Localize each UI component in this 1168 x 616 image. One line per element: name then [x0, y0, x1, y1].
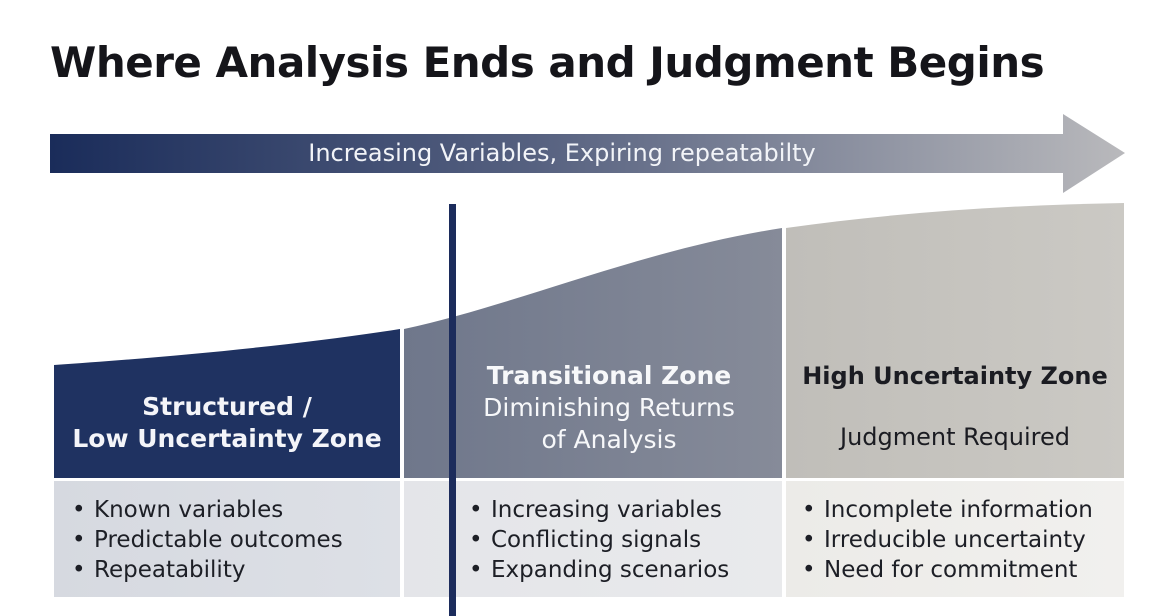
high-uncertainty-zone-panel [786, 203, 1124, 478]
high-uncertainty-zone-subtitle: Judgment Required [840, 423, 1070, 451]
transitional-zone-subtitle-line-2: of Analysis [541, 425, 677, 454]
transitional-zone-subtitle-line-1: Diminishing Returns [483, 393, 735, 422]
structured-zone-title-line-1: Structured / [142, 392, 312, 421]
progression-arrow [50, 114, 1125, 193]
list-item: Incomplete information [802, 495, 1093, 525]
transitional-zone-heading: Transitional Zone Diminishing Returns of… [404, 358, 814, 458]
transitional-zone-bullet-list: Increasing variables Conflicting signals… [469, 495, 729, 585]
analysis-judgment-divider [449, 204, 456, 616]
list-item: Predictable outcomes [72, 525, 343, 555]
structured-zone-title-line-2: Low Uncertainty Zone [72, 424, 382, 453]
list-item: Expanding scenarios [469, 555, 729, 585]
transitional-zone-panel [404, 228, 782, 478]
page-title: Where Analysis Ends and Judgment Begins [50, 38, 1045, 87]
arrow-label: Increasing Variables, Expiring repeatabi… [308, 139, 816, 167]
list-item: Irreducible uncertainty [802, 525, 1093, 555]
structured-zone-panel [54, 329, 400, 478]
list-item: Need for commitment [802, 555, 1093, 585]
transitional-zone-title: Transitional Zone [486, 361, 732, 390]
high-uncertainty-zone-title: High Uncertainty Zone [802, 362, 1108, 391]
list-item: Repeatability [72, 555, 343, 585]
high-uncertainty-zone-heading: High Uncertainty Zone Judgment Required [786, 352, 1124, 462]
high-uncertainty-zone-bullet-list: Incomplete information Irreducible uncer… [802, 495, 1093, 585]
list-item: Known variables [72, 495, 343, 525]
structured-zone-bullet-list: Known variables Predictable outcomes Rep… [72, 495, 343, 585]
structured-zone-heading: Structured / Low Uncertainty Zone [54, 380, 400, 466]
list-item: Conflicting signals [469, 525, 729, 555]
list-item: Increasing variables [469, 495, 729, 525]
